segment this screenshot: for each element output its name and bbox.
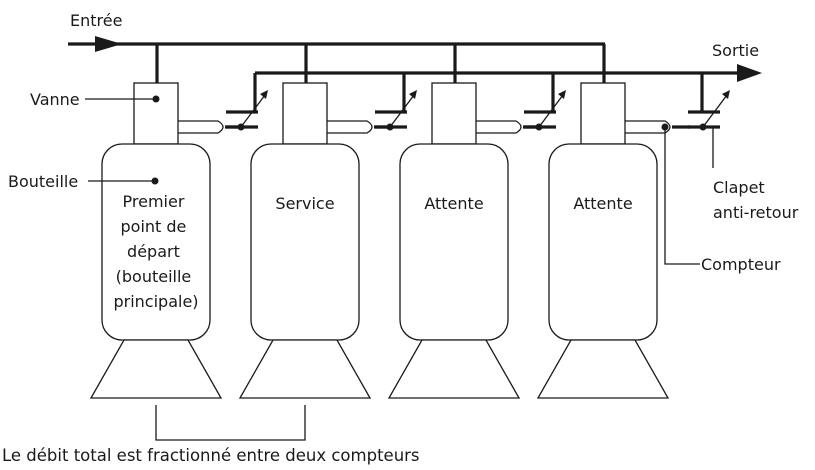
meter-leader-dot [661, 123, 669, 131]
base-1 [89, 339, 223, 399]
tank-2 [250, 143, 360, 341]
valve-label: Vanne [30, 90, 80, 109]
check-valve-2 [375, 90, 417, 131]
meter-1 [178, 120, 224, 134]
valve-1 [133, 82, 179, 145]
check-valve-3 [524, 90, 566, 131]
outlet-label: Sortie [712, 41, 759, 60]
meter-leader-line [664, 127, 700, 265]
base-2 [238, 339, 372, 399]
valve-4 [580, 82, 626, 145]
outlet-arrow-icon [737, 64, 762, 82]
meter-2 [327, 120, 373, 134]
valve-leader-dot [152, 95, 160, 103]
tank-1-label: Premier point de départ (bouteille princ… [113, 192, 198, 311]
inlet-arrow-icon [95, 36, 122, 52]
valve-3 [431, 82, 477, 145]
tank-3 [399, 143, 509, 341]
check-valve-4 [688, 90, 730, 131]
check-valve-label-line2: anti-retour [713, 203, 799, 222]
split-bracket [155, 405, 306, 441]
caption: Le débit total est fractionné entre deux… [2, 446, 420, 465]
base-4 [536, 339, 670, 399]
tank-2-label: Service [275, 194, 334, 213]
valve-2 [282, 82, 328, 145]
tank-4 [548, 143, 658, 341]
check-valve-1 [226, 90, 268, 131]
bottle-leader-dot [151, 177, 159, 185]
base-3 [387, 339, 521, 399]
inlet-label: Entrée [70, 11, 122, 30]
check-valve-label-line1: Clapet [713, 178, 765, 197]
tank-3-label: Attente [424, 194, 483, 213]
meter-label: Compteur [701, 255, 781, 274]
bottle-label: Bouteille [8, 172, 78, 191]
tank-4-label: Attente [573, 194, 632, 213]
meter-3 [476, 120, 522, 134]
